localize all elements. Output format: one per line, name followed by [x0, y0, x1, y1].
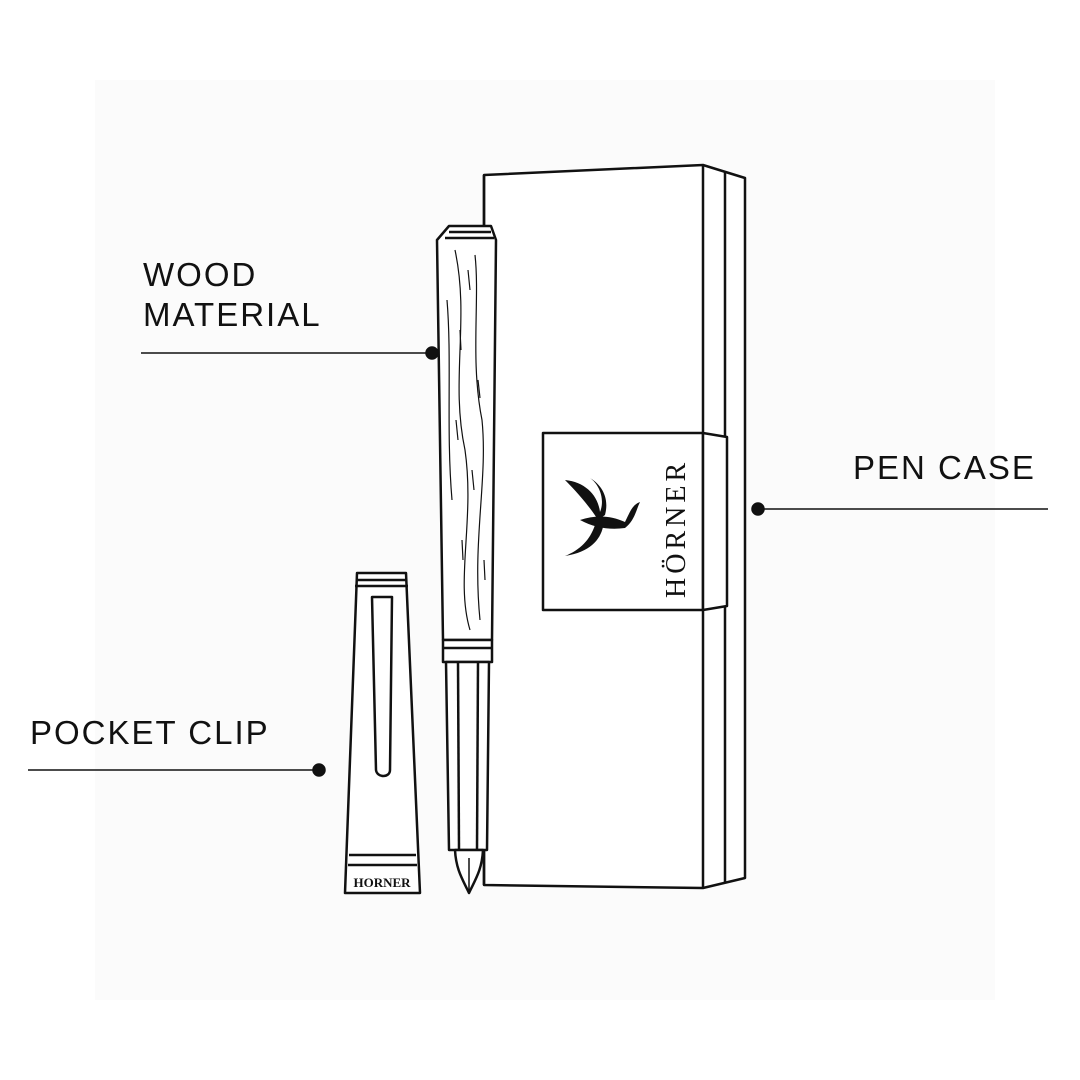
fountain-pen [435, 224, 498, 895]
callout-text: MATERIAL [143, 296, 322, 333]
cap-brand-text: HORNER [353, 875, 411, 890]
case-label-band: HÖRNER [541, 431, 729, 612]
case-brand-text: HÖRNER [661, 459, 692, 598]
wood-grain [446, 249, 486, 631]
pen-case-callout: PEN CASE [853, 449, 1036, 486]
wood-material-callout: WOOD MATERIAL [143, 255, 322, 335]
pocket-clip-callout: POCKET CLIP [30, 714, 270, 751]
pocket-clip-icon [370, 595, 394, 778]
callout-text: WOOD [143, 256, 258, 293]
phoenix-logo-icon [565, 478, 640, 556]
callout-lines [28, 346, 1048, 777]
pen-cap: HORNER [343, 571, 422, 895]
